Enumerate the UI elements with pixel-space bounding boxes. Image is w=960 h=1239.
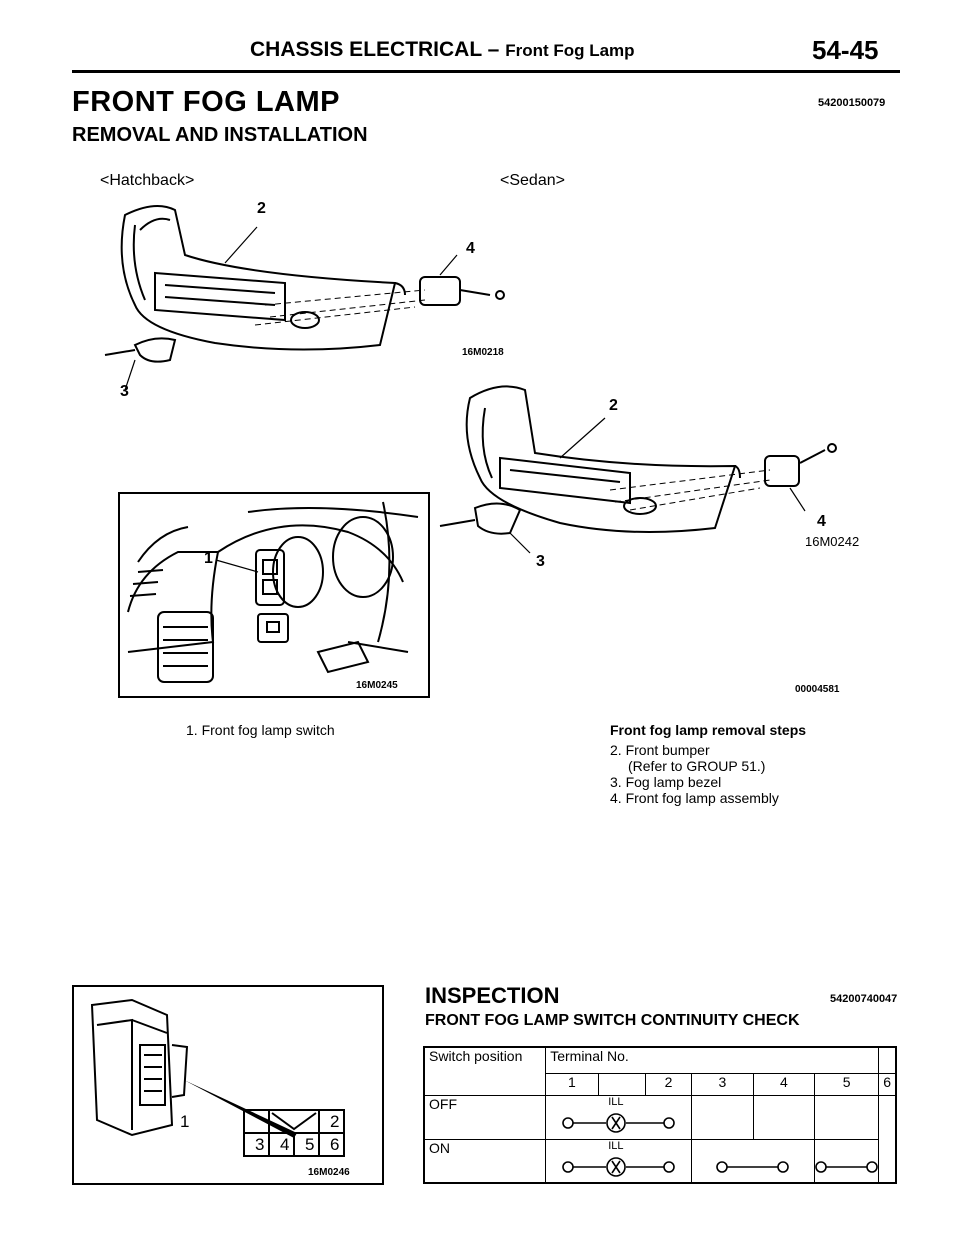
header-title: CHASSIS ELECTRICAL – Front Fog Lamp: [250, 38, 635, 62]
hatch-callout-3: 3: [120, 383, 129, 400]
legend-item-switch: 1. Front fog lamp switch: [186, 722, 335, 738]
terminal-6: 6: [878, 1072, 897, 1096]
switch-position-off: OFF: [423, 1094, 547, 1140]
header-section: CHASSIS ELECTRICAL: [250, 38, 482, 61]
header-rule: [72, 70, 900, 73]
cell-off-6: [814, 1094, 880, 1140]
removal-step-2-note: (Refer to GROUP 51.): [628, 758, 766, 774]
removal-step-2: 2. Front bumper: [610, 742, 710, 758]
inspection-subtitle: FRONT FOG LAMP SWITCH CONTINUITY CHECK: [425, 1012, 800, 1029]
continuity-symbol-on-5-6: [815, 1160, 879, 1173]
header-subsection: Front Fog Lamp: [505, 41, 635, 60]
pin-1: 1: [180, 1112, 190, 1131]
pin-2: 2: [330, 1112, 340, 1131]
cell-off-4: [691, 1094, 754, 1140]
sedan-callout-4: 4: [817, 513, 826, 530]
ill-label-off: ILL: [608, 1095, 624, 1108]
page-number: 54-45: [812, 35, 879, 65]
removal-step-3: 3. Fog lamp bezel: [610, 774, 722, 790]
continuity-on-terminals-1-2: ILL: [545, 1138, 693, 1184]
continuity-on-terminals-5-6: [814, 1138, 880, 1184]
cell-off-5: [752, 1094, 816, 1140]
header-dash: –: [487, 38, 500, 61]
ill-label-on: ILL: [608, 1139, 624, 1152]
continuity-off-terminals-1-2: ILL: [545, 1094, 693, 1140]
sedan-callout-2: 2: [609, 397, 618, 414]
hatchback-bumper-illustration: [104, 205, 505, 391]
inspection-title: INSPECTION: [425, 983, 560, 1008]
title-code: 54200150079: [818, 97, 886, 109]
pin-5: 5: [305, 1135, 315, 1154]
sedan-callout-3: 3: [536, 553, 545, 570]
variant-sedan-label: <Sedan>: [500, 172, 565, 189]
continuity-symbol-on: [562, 1156, 676, 1177]
hatch-callout-4: 4: [466, 240, 475, 257]
continuity-on-terminals-3-4: [691, 1138, 816, 1184]
switch-fig-id: 16M0245: [356, 680, 398, 691]
col-header-terminal-no: Terminal No.: [545, 1046, 880, 1074]
sedan-bumper-illustration: [439, 385, 837, 554]
col-header-switch-position: Switch position: [423, 1046, 547, 1096]
removal-step-4: 4. Front fog lamp assembly: [610, 790, 779, 806]
table-row-on: ON ILL: [423, 1138, 896, 1184]
section-subtitle: REMOVAL AND INSTALLATION: [72, 124, 368, 146]
pin-3: 3: [255, 1135, 265, 1154]
switch-connector-illustration: [72, 985, 384, 1185]
continuity-symbol-on-3-4: [716, 1160, 790, 1173]
continuity-symbol-off: [562, 1112, 676, 1133]
removal-steps: Front fog lamp removal steps 2. Front bu…: [610, 722, 806, 806]
switch-callout-1: 1: [204, 550, 213, 567]
terminal-1: 1: [545, 1072, 599, 1096]
table-row-off: OFF ILL: [423, 1094, 896, 1140]
hatch-fig-id: 16M0218: [462, 347, 504, 358]
switch-position-on: ON: [423, 1138, 547, 1184]
continuity-table: Switch position Terminal No. 1 2 3 4 5 6…: [423, 1046, 897, 1184]
pin-4: 4: [280, 1135, 290, 1154]
connector-fig-id: 16M0246: [308, 1167, 350, 1178]
terminal-2: 2: [644, 1072, 693, 1096]
terminal-5: 5: [814, 1072, 880, 1096]
sedan-fig-id: 16M0242: [805, 534, 860, 549]
variant-hatchback-label: <Hatchback>: [100, 172, 195, 189]
pin-6: 6: [330, 1135, 340, 1154]
terminal-3: 3: [691, 1072, 754, 1096]
page-title: FRONT FOG LAMP: [72, 86, 340, 118]
hatch-callout-2: 2: [257, 200, 266, 217]
terminal-empty: [597, 1072, 646, 1096]
fog-switch-location-illustration: [118, 492, 430, 698]
overall-fig-id: 00004581: [795, 684, 840, 695]
terminal-4: 4: [752, 1072, 816, 1096]
removal-steps-title: Front fog lamp removal steps: [610, 722, 807, 738]
inspection-code: 54200740047: [830, 993, 898, 1005]
